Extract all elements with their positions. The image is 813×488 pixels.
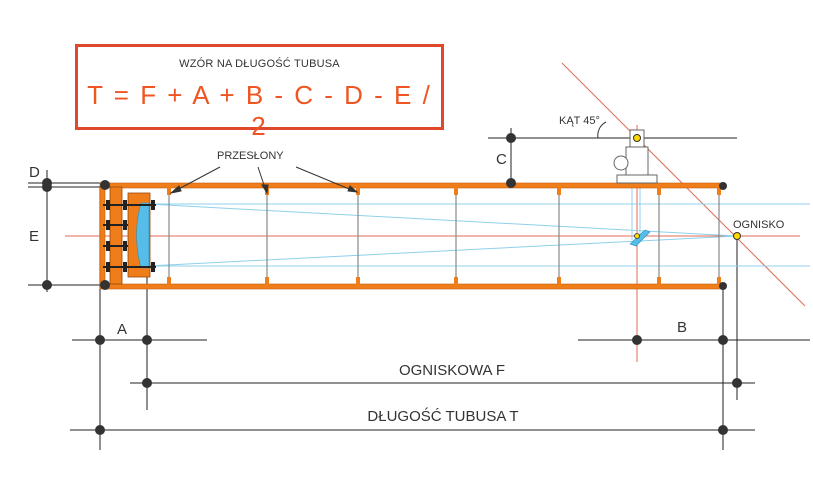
construction-lines: [65, 62, 806, 362]
focuser-base: [616, 174, 658, 184]
focuser-body: [625, 146, 649, 176]
label-c: C: [496, 151, 507, 168]
baffles: [167, 187, 721, 285]
baffle: [167, 187, 171, 285]
baffles-label: PRZESŁONY: [217, 150, 284, 162]
focal-length-label: OGNISKOWA F: [399, 362, 505, 379]
secondary-center-point: [634, 233, 640, 239]
baffle-arrows: [169, 166, 359, 195]
secondary-mirror: [629, 229, 651, 247]
baffle: [717, 187, 721, 285]
focus-label: OGNISKO: [733, 219, 785, 231]
mirror-cell-back: [109, 186, 123, 285]
tube-bottom-wall: [99, 283, 724, 290]
eyepiece-focus-point: [633, 134, 641, 142]
dimension-dots: [42, 133, 742, 435]
label-a: A: [117, 321, 127, 338]
angle-arc: [597, 121, 607, 139]
focuser-knob: [613, 155, 629, 171]
tube-length-label: DŁUGOŚĆ TUBUSA T: [367, 407, 518, 425]
formula-box: WZÓR NA DŁUGOŚĆ TUBUSA T = F + A + B - C…: [75, 44, 444, 141]
ray-converge-bottom: [147, 235, 738, 267]
label-d: D: [29, 164, 40, 181]
baffle: [657, 187, 661, 285]
ray-converge-top: [147, 203, 738, 237]
formula-text: T = F + A + B - C - D - E / 2: [87, 80, 432, 141]
tube-top-wall: [99, 182, 724, 189]
label-b: B: [677, 319, 687, 336]
angle-label: KĄT 45°: [559, 115, 600, 127]
baffle: [356, 187, 360, 285]
label-e: E: [29, 228, 39, 245]
light-rays: [147, 180, 810, 267]
tube-end-plate: [99, 186, 106, 285]
formula-caption: WZÓR NA DŁUGOŚĆ TUBUSA: [179, 58, 340, 70]
baffle: [454, 187, 458, 285]
baffle: [557, 187, 561, 285]
focus-point: [733, 232, 741, 240]
